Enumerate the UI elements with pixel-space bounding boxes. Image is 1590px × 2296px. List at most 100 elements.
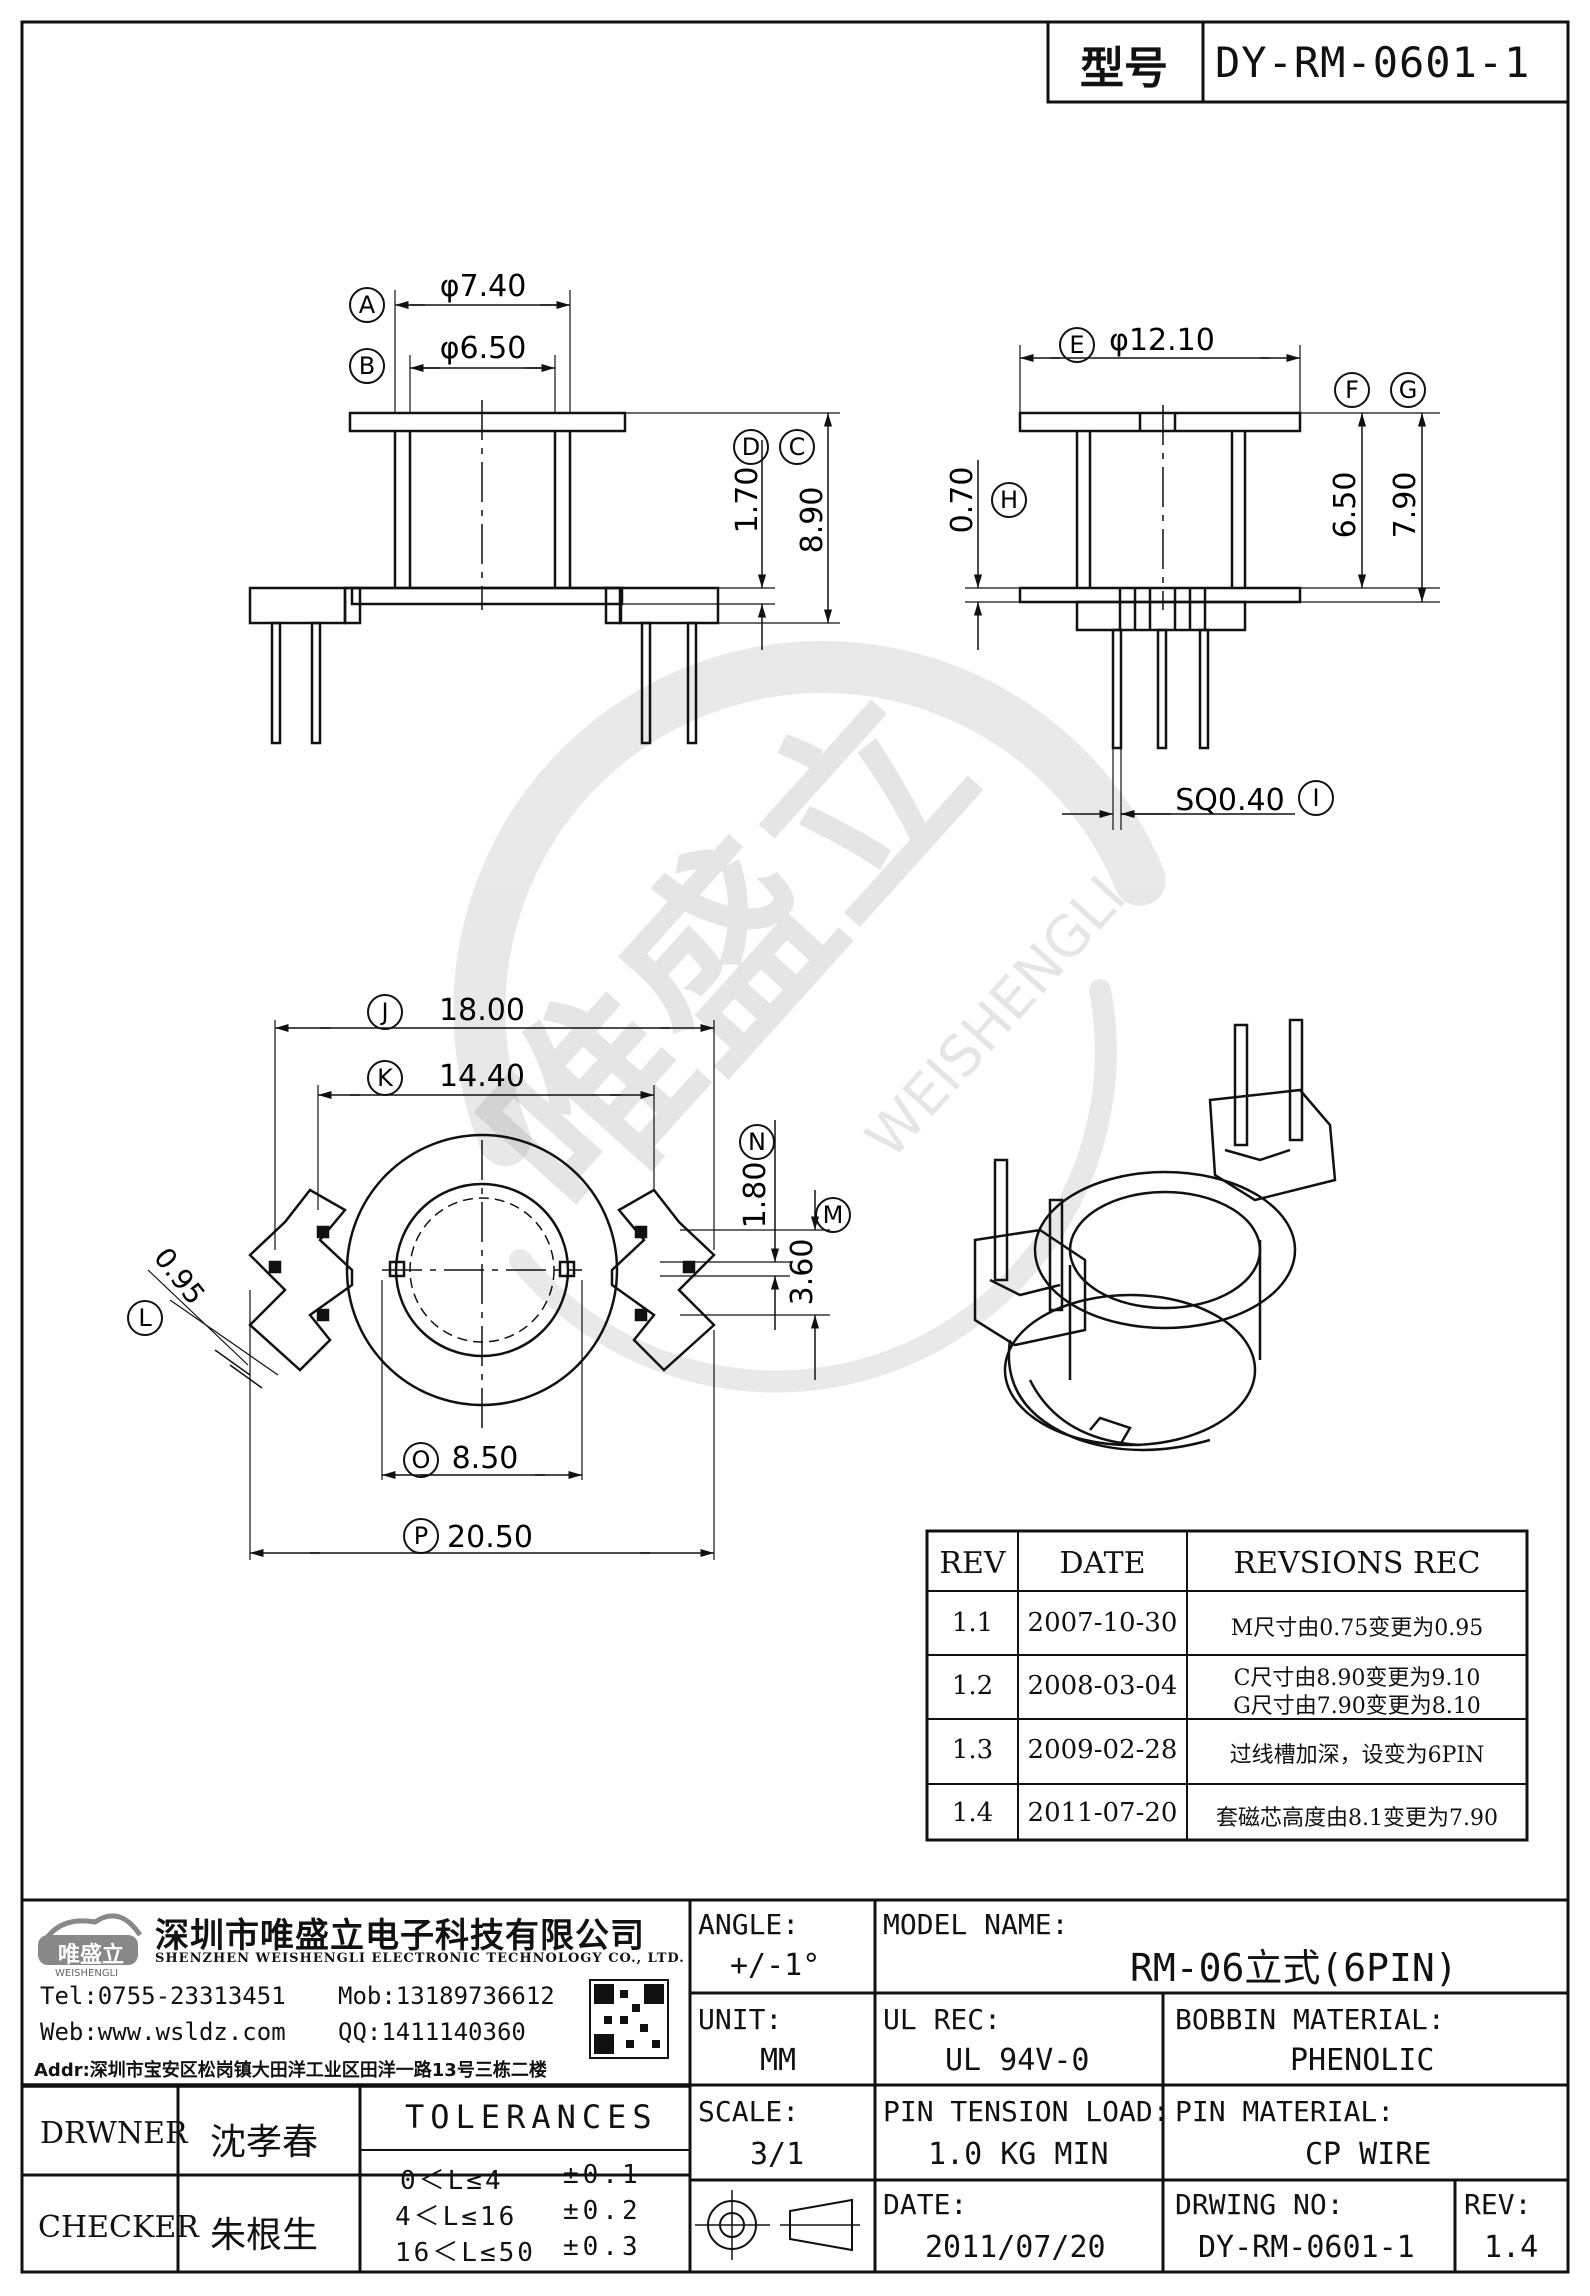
dim-p-tag: P — [414, 1522, 428, 1550]
rev-row-2-rec-line1: C尺寸由8.90变更为9.10 — [1233, 1666, 1481, 1691]
dim-d-value: 1.70 — [730, 467, 765, 534]
dim-h-value: 0.70 — [945, 467, 980, 534]
drawner-label: DRWNER — [40, 2116, 188, 2151]
tolerance-value-2: ±0.2 — [563, 2196, 642, 2226]
tolerance-range-3: 16＜L≤50 — [395, 2238, 536, 2268]
rev-row-4-rec: 套磁芯高度由8.1变更为7.90 — [1216, 1806, 1498, 1831]
dim-f-value: 6.50 — [1328, 472, 1363, 539]
dim-j-value: 18.00 — [439, 993, 525, 1028]
rev-row-4-date: 2011-07-20 — [1027, 1798, 1178, 1828]
rev-row-3-rec: 过线槽加深，设变为6PIN — [1229, 1743, 1485, 1768]
rev-header-date: DATE — [1059, 1546, 1146, 1581]
dim-f-tag: F — [1345, 376, 1359, 404]
watermark-cn: 唯盛立 — [442, 653, 1017, 1255]
scale-label: SCALE: — [698, 2095, 800, 2128]
bobbin-material-label: BOBBIN MATERIAL: — [1175, 2003, 1445, 2036]
rev-header-rec: REVSIONS REC — [1233, 1546, 1481, 1581]
dim-c-value: 8.90 — [795, 487, 830, 554]
rev-row-3-date: 2009-02-28 — [1027, 1735, 1178, 1765]
dim-m-tag: M — [823, 1201, 844, 1229]
company-mob: Mob:13189736612 — [338, 1982, 555, 2010]
dim-g-value: 7.90 — [1388, 472, 1423, 539]
dim-b-value: φ6.50 — [440, 331, 527, 366]
dim-n-tag: N — [748, 1128, 766, 1156]
company-logo — [37, 1913, 143, 1965]
tolerances-label: TOLERANCES — [405, 2098, 658, 2136]
header-box — [1046, 22, 1568, 104]
dim-e-tag: E — [1069, 331, 1084, 359]
date-label: DATE: — [883, 2188, 968, 2221]
pin-tension-label: PIN TENSION LOAD: — [883, 2095, 1170, 2128]
dim-i-value: SQ0.40 — [1175, 783, 1284, 818]
company-web: Web:www.wsldz.com — [40, 2018, 286, 2046]
checker-label: CHECKER — [38, 2210, 199, 2245]
company-name-en: SHENZHEN WEISHENGLI ELECTRONIC TECHNOLOG… — [155, 1951, 685, 1966]
angle-value: +/-1° — [730, 1948, 821, 1983]
company-logo-subtext: WEISHENGLI — [55, 1968, 119, 1979]
rev-row-2-date: 2008-03-04 — [1027, 1671, 1178, 1701]
company-qq: QQ:1411140360 — [338, 2018, 526, 2046]
dim-k-value: 14.40 — [439, 1059, 525, 1094]
ul-label: UL REC: — [883, 2003, 1002, 2036]
dim-n-value: 1.80 — [738, 1162, 773, 1229]
tolerance-range-2: 4＜L≤16 — [395, 2202, 518, 2232]
company-tel: Tel:0755-23313451 — [40, 1982, 286, 2010]
checker-value: 朱根生 — [210, 2215, 319, 2256]
rev-row-1-rev: 1.1 — [951, 1608, 994, 1638]
bobbin-material-value: PHENOLIC — [1290, 2043, 1435, 2078]
tolerance-value-1: ±0.1 — [563, 2160, 642, 2190]
dim-h-tag: H — [1000, 486, 1018, 514]
dim-o-tag: O — [412, 1446, 431, 1474]
rev-row-2-rec-line2: G尺寸由7.90变更为8.10 — [1233, 1694, 1481, 1719]
rev-value: 1.4 — [1484, 2230, 1539, 2265]
dim-b-tag: B — [359, 352, 375, 380]
isometric-view — [973, 1018, 1337, 1452]
dim-l-tag: L — [138, 1304, 152, 1332]
dim-a-tag: A — [359, 291, 376, 319]
rev-row-1-rec: M尺寸由0.75变更为0.95 — [1230, 1616, 1484, 1641]
header-drawing-number: DY-RM-0601-1 — [1215, 38, 1531, 87]
rev-header-rev: REV — [939, 1546, 1006, 1581]
angle-label: ANGLE: — [698, 1908, 800, 1941]
model-label: MODEL NAME: — [883, 1908, 1069, 1941]
drawing-no-value: DY-RM-0601-1 — [1198, 2230, 1415, 2265]
date-value: 2011/07/20 — [925, 2230, 1106, 2265]
drawing-no-label: DRWING NO: — [1175, 2188, 1344, 2221]
dim-i-tag: I — [1312, 784, 1319, 812]
projection-symbol — [695, 2190, 860, 2260]
rev-row-4-rev: 1.4 — [951, 1798, 994, 1828]
rev-row-1-date: 2007-10-30 — [1027, 1608, 1178, 1638]
dim-c-tag: C — [789, 433, 806, 461]
scale-value: 3/1 — [750, 2137, 805, 2172]
front-view — [248, 290, 840, 745]
front-view-labels: A B φ7.40 φ6.50 D C 1.70 8.90 — [349, 269, 830, 554]
dim-o-value: 8.50 — [452, 1441, 519, 1476]
unit-value: MM — [760, 2043, 797, 2078]
dim-k-tag: K — [377, 1064, 394, 1092]
dim-a-value: φ7.40 — [440, 269, 527, 304]
tolerance-range-1: 0＜L≤4 — [400, 2166, 504, 2196]
company-logo-text: 唯盛立 — [58, 1943, 125, 1968]
company-address: Addr:深圳市宝安区松岗镇大田洋工业区田洋一路13号三栋二楼 — [34, 2060, 547, 2081]
dim-d-tag: D — [742, 433, 760, 461]
tolerance-value-3: ±0.3 — [563, 2232, 642, 2262]
dim-p-value: 20.50 — [447, 1520, 533, 1555]
dim-m-value: 3.60 — [785, 1239, 820, 1306]
pin-material-value: CP WIRE — [1305, 2137, 1432, 2172]
header-label: 型号 — [1080, 43, 1168, 94]
dim-l-value: 0.95 — [147, 1241, 211, 1310]
watermark — [453, 640, 1166, 1393]
sheet-border — [20, 20, 1570, 2274]
revision-table — [925, 1529, 1529, 1842]
side-view-labels: E φ12.10 F G 6.50 7.90 H 0.70 SQ0.40 I — [945, 323, 1426, 818]
company-name-cn: 深圳市唯盛立电子科技有限公司 — [155, 1916, 645, 1956]
dim-j-tag: J — [379, 998, 388, 1026]
unit-label: UNIT: — [698, 2003, 783, 2036]
top-view — [147, 1020, 830, 1560]
drawner-value: 沈孝春 — [210, 2122, 319, 2163]
dim-g-tag: G — [1399, 376, 1418, 404]
rev-row-2-rev: 1.2 — [951, 1671, 994, 1701]
pin-tension-value: 1.0 KG MIN — [928, 2137, 1109, 2172]
rev-row-3-rev: 1.3 — [951, 1735, 994, 1765]
